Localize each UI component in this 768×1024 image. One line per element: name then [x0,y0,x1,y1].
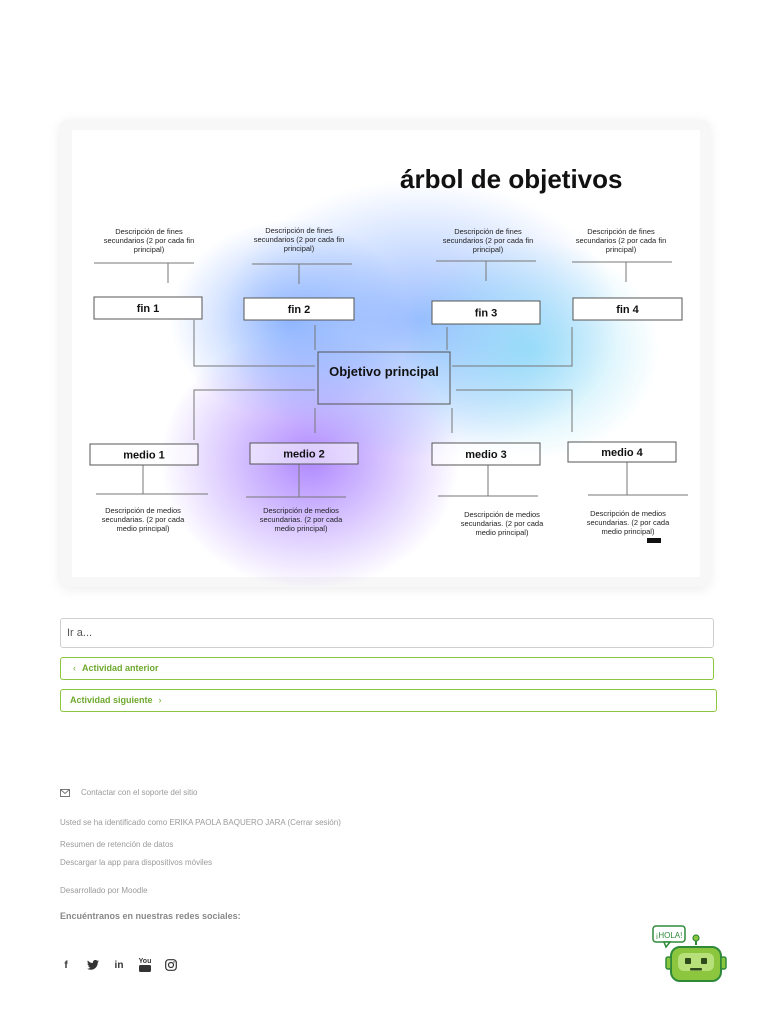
twitter-icon[interactable] [86,958,100,972]
fin-desc-line: secundarios (2 por cada fin [254,235,344,244]
fin-desc-line: Descripción de fines [265,226,333,235]
medio-desc-line: Descripción de medios [464,510,540,519]
support-label: Contactar con el soporte del sitio [81,788,198,797]
youtube-glyph: You [138,958,152,965]
medio-box [567,441,677,463]
next-activity-button[interactable]: Actividad siguiente › [60,689,717,712]
fin-desc-line: Descripción de fines [454,227,522,236]
youtube-icon[interactable]: You [138,958,152,972]
medio-label: medio 1 [123,450,165,462]
fin-label: fin 4 [616,304,639,316]
medio-desc-line: secundarias. (2 por cada [587,518,670,527]
medio-desc-line: Descripción de medios [263,506,339,515]
central-label: Objetivo principal [329,364,439,379]
medio-desc-line: Descripción de medios [105,506,181,515]
central-box [317,351,451,405]
facebook-icon[interactable]: f [60,958,72,972]
black-mark [647,538,661,543]
medio-label: medio 4 [601,447,643,459]
next-activity-label: Actividad siguiente [70,695,153,705]
fin-label: fin 2 [288,304,311,316]
medio-desc-line: Descripción de medios [590,509,666,518]
medio-box [431,442,541,466]
mail-icon [60,788,70,797]
fin-desc-line: principal) [134,245,165,254]
medio-label: medio 3 [465,449,507,461]
objective-tree-diagram: árbol de objetivos Descripción de finess… [72,130,700,587]
medio-desc-line: secundarias. (2 por cada [102,515,185,524]
facebook-glyph: f [64,959,68,971]
fin-desc-line: principal) [284,244,315,253]
bot-greeting: ¡HOLA! [656,931,683,940]
social-links: f in You [60,958,190,972]
previous-activity-label: Actividad anterior [82,663,159,673]
medio-desc-line: secundarias. (2 por cada [260,515,343,524]
fin-desc-line: Descripción de fines [115,227,183,236]
fin-desc-line: secundarios (2 por cada fin [443,236,533,245]
fin-box [572,297,683,321]
chevron-left-icon: ‹ [73,663,76,673]
medio-box [249,442,359,465]
medio-desc-line: medio principal) [117,524,170,533]
medio-desc-line: medio principal) [275,524,328,533]
fin-label: fin 3 [475,308,498,320]
data-retention-link[interactable]: Resumen de retención de datos [60,840,174,849]
linkedin-icon[interactable]: in [112,958,126,972]
robot-icon: ¡HOLA! [652,925,727,982]
instagram-icon[interactable] [164,958,178,972]
fin-box [243,297,355,321]
fin-box [93,296,203,320]
linkedin-glyph: in [114,959,124,971]
diagram-title: árbol de objetivos [400,164,623,194]
chatbot-widget[interactable]: ¡HOLA! [650,925,730,985]
medio-box [89,443,199,466]
powered-by-moodle[interactable]: Desarrollado por Moodle [60,886,148,895]
social-title: Encuéntranos en nuestras redes sociales: [60,911,241,921]
fin-desc-line: secundarios (2 por cada fin [576,236,666,245]
previous-activity-button[interactable]: ‹ Actividad anterior [60,657,714,680]
fin-desc-line: Descripción de fines [587,227,655,236]
medio-label: medio 2 [283,449,325,461]
fin-desc-line: secundarios (2 por cada fin [104,236,194,245]
medio-desc-line: medio principal) [476,528,529,537]
jump-to-select[interactable]: Ir a... [60,618,714,648]
medio-desc-line: secundarias. (2 por cada [461,519,544,528]
fin-label: fin 1 [137,303,160,315]
fin-box [431,300,541,325]
logged-in-info[interactable]: Usted se ha identificado como ERIKA PAOL… [60,818,341,827]
support-link[interactable]: Contactar con el soporte del sitio [60,788,198,797]
fin-desc-line: principal) [473,245,504,254]
medio-desc-line: medio principal) [602,527,655,536]
connector-lines [193,320,573,440]
chevron-right-icon: › [158,695,162,705]
fin-desc-line: principal) [606,245,637,254]
mobile-app-link[interactable]: Descargar la app para dispositivos móvil… [60,858,213,867]
